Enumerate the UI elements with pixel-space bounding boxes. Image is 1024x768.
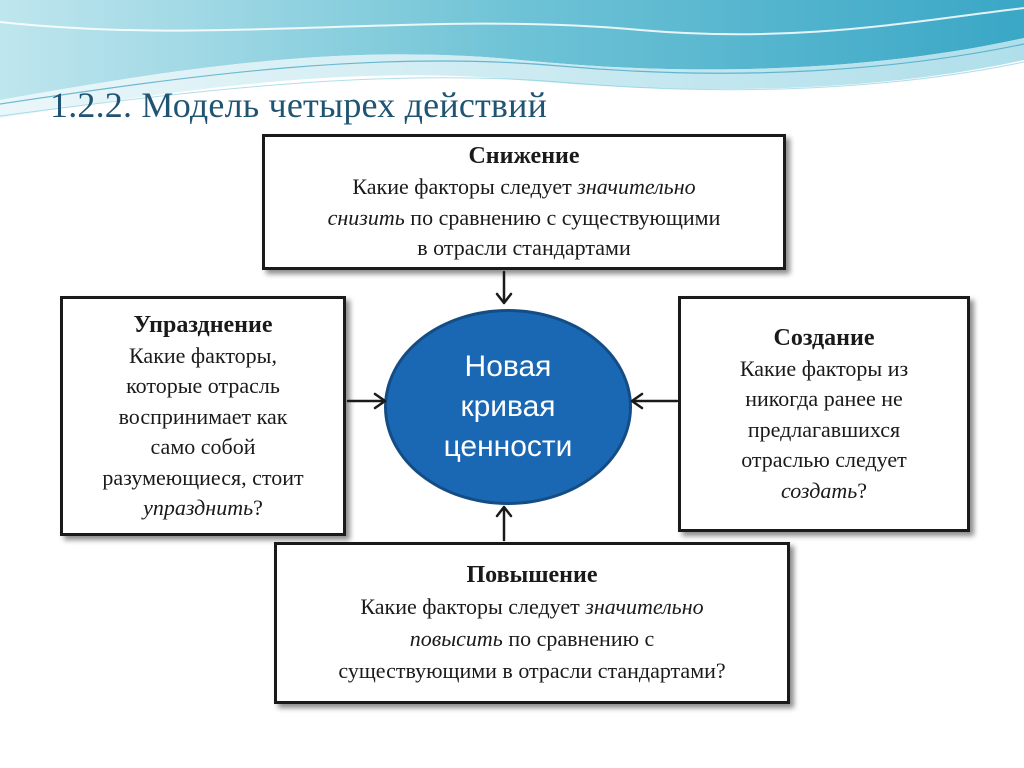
arrow-left-to-center: [346, 392, 387, 410]
create-line: отраслью следует: [741, 447, 907, 473]
raise-line-2: повысить по сравнению с: [409, 626, 655, 651]
center-line: ценности: [443, 430, 573, 463]
reduce-line-1: Какие факторы следует значительно: [352, 174, 696, 200]
arrow-top-to-center: [495, 270, 513, 305]
create-line: никогда ранее не: [745, 386, 903, 412]
create-line: Какие факторы из: [739, 355, 909, 381]
reduce-line-3: в отрасли стандартами: [417, 235, 631, 261]
reduce-heading: Снижение: [468, 143, 580, 170]
raise-heading: Повышение: [466, 562, 598, 588]
raise-line-3: существующими в отрасли стандартами?: [338, 658, 726, 683]
reduce-line-2: снизить по сравнению с существующими: [327, 204, 721, 230]
create-heading: Создание: [773, 324, 875, 351]
arrow-bottom-to-center: [495, 505, 513, 542]
new-value-curve-ellipse: Новая кривая ценности: [384, 309, 632, 505]
center-line: Новая: [464, 350, 552, 383]
eliminate-box: Упразднение Какие факторы, которые отрас…: [60, 296, 346, 536]
header-wave-decoration: [0, 0, 1024, 118]
eliminate-line: разумеющиеся, стоит: [102, 464, 304, 490]
eliminate-line-last: упразднить?: [143, 495, 263, 520]
center-line: кривая: [460, 390, 556, 423]
reduce-box: Снижение Какие факторы следует значитель…: [262, 134, 786, 270]
slide-title: 1.2.2. Модель четырех действий: [50, 85, 548, 125]
eliminate-line: Какие факторы,: [129, 342, 277, 368]
arrow-right-to-center: [630, 392, 679, 410]
eliminate-line: само собой: [150, 434, 256, 459]
eliminate-heading: Упразднение: [133, 311, 273, 338]
create-line-last: создать?: [780, 477, 867, 503]
create-line: предлагавшихся: [747, 416, 901, 442]
create-box: Создание Какие факторы из никогда ранее …: [678, 296, 970, 532]
raise-line-1: Какие факторы следует значительно: [360, 594, 704, 619]
eliminate-line: которые отрасль: [126, 373, 280, 398]
raise-box: Повышение Какие факторы следует значител…: [274, 542, 790, 704]
eliminate-line: воспринимает как: [118, 403, 288, 429]
